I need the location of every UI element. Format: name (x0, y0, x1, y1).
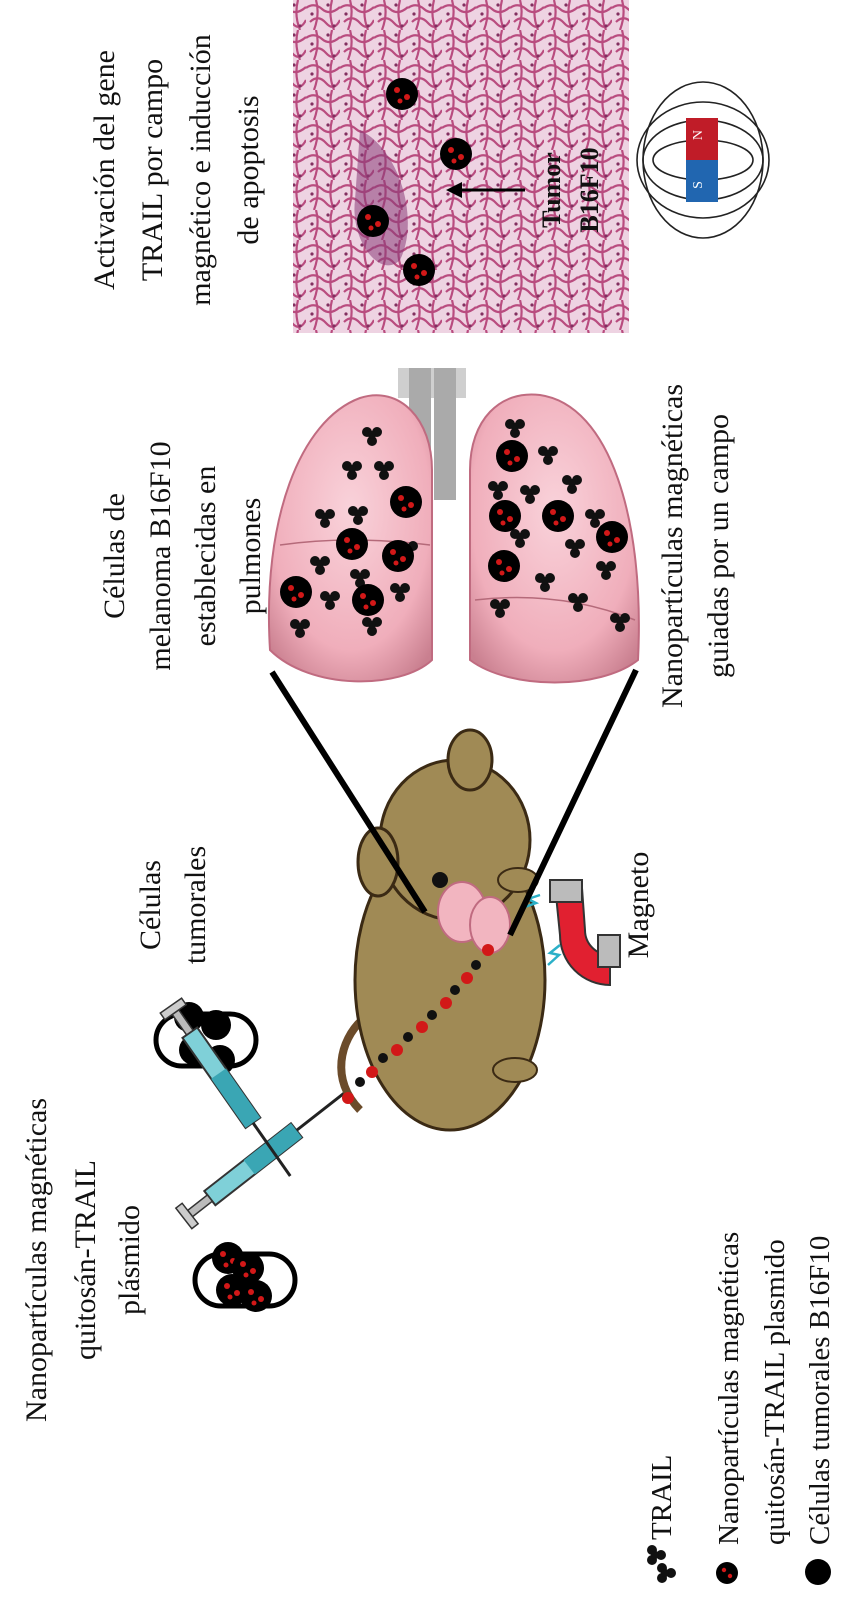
svg-text:Nanopartículas magnéticas: Nanopartículas magnéticas (656, 384, 689, 708)
svg-text:quitosán-TRAIL: quitosán-TRAIL (69, 1160, 102, 1360)
svg-text:Nanopartículas magnéticas: Nanopartículas magnéticas (20, 1098, 53, 1422)
svg-text:Células: Células (134, 860, 167, 950)
svg-text:N: N (691, 130, 706, 140)
legend: TRAIL Nanopartículas magnéticas quitosán… (646, 1232, 836, 1585)
activation-label-line4: de apoptosis (232, 95, 265, 244)
svg-text:de apoptosis: de apoptosis (232, 95, 265, 244)
svg-text:Activación del gene: Activación del gene (88, 50, 121, 290)
svg-text:pulmones: pulmones (234, 498, 267, 615)
legend-nanoparticle: Nanopartículas magnéticas quitosán-TRAIL… (713, 1232, 791, 1584)
melanoma-label-line4: pulmones (234, 498, 267, 615)
tumor-cells-label-line2: tumorales (179, 846, 212, 964)
svg-text:establecidas en: establecidas en (189, 466, 222, 647)
svg-text:Células tumorales B16F10: Células tumorales B16F10 (804, 1236, 836, 1545)
large-lungs (269, 368, 639, 683)
legend-tumor-cell: Células tumorales B16F10 (804, 1236, 836, 1585)
svg-text:guiadas por un campo: guiadas por un campo (702, 414, 735, 678)
nanoparticles-label: Nanopartículas magnéticas (20, 1098, 53, 1422)
tumor-cells-label: Células (134, 860, 167, 950)
tumor-arrow-label-line2: B16F10 (575, 147, 604, 232)
melanoma-label: Células de (98, 493, 131, 619)
svg-text:plásmido: plásmido (113, 1205, 146, 1315)
svg-text:B16F10: B16F10 (575, 147, 604, 232)
svg-text:Células de: Células de (98, 493, 131, 619)
guided-label-line2: guiadas por un campo (702, 414, 735, 678)
svg-text:Tumor: Tumor (537, 152, 566, 228)
nanoparticle-tube (195, 1242, 295, 1312)
svg-text:magnético e inducción: magnético e inducción (184, 34, 217, 306)
guided-label: Nanopartículas magnéticas (656, 384, 689, 708)
svg-text:melanoma B16F10: melanoma B16F10 (144, 441, 177, 670)
bar-magnet-field: N S (637, 82, 769, 238)
melanoma-label-line3: establecidas en (189, 466, 222, 647)
svg-text:Magneto: Magneto (622, 852, 655, 959)
melanoma-label-line2: melanoma B16F10 (144, 441, 177, 670)
legend-trail: TRAIL (646, 1455, 678, 1583)
tumor-arrow-label: Tumor (537, 152, 566, 228)
svg-text:tumorales: tumorales (179, 846, 212, 964)
activation-label: Activación del gene (88, 50, 121, 290)
syringe-nanoparticles (176, 1080, 356, 1229)
svg-text:TRAIL: TRAIL (646, 1455, 678, 1540)
nanoparticles-label-line2: quitosán-TRAIL (69, 1160, 102, 1360)
magnet-label: Magneto (622, 852, 655, 959)
activation-label-line3: magnético e inducción (184, 34, 217, 306)
nanoparticles-label-line3: plásmido (113, 1205, 146, 1315)
svg-text:TRAIL por campo: TRAIL por campo (136, 59, 169, 281)
svg-text:Nanopartículas magnéticas: Nanopartículas magnéticas (713, 1232, 745, 1545)
svg-text:S: S (691, 181, 706, 189)
activation-label-line2: TRAIL por campo (136, 59, 169, 281)
svg-text:quitosán-TRAIL plasmido: quitosán-TRAIL plasmido (759, 1239, 791, 1545)
